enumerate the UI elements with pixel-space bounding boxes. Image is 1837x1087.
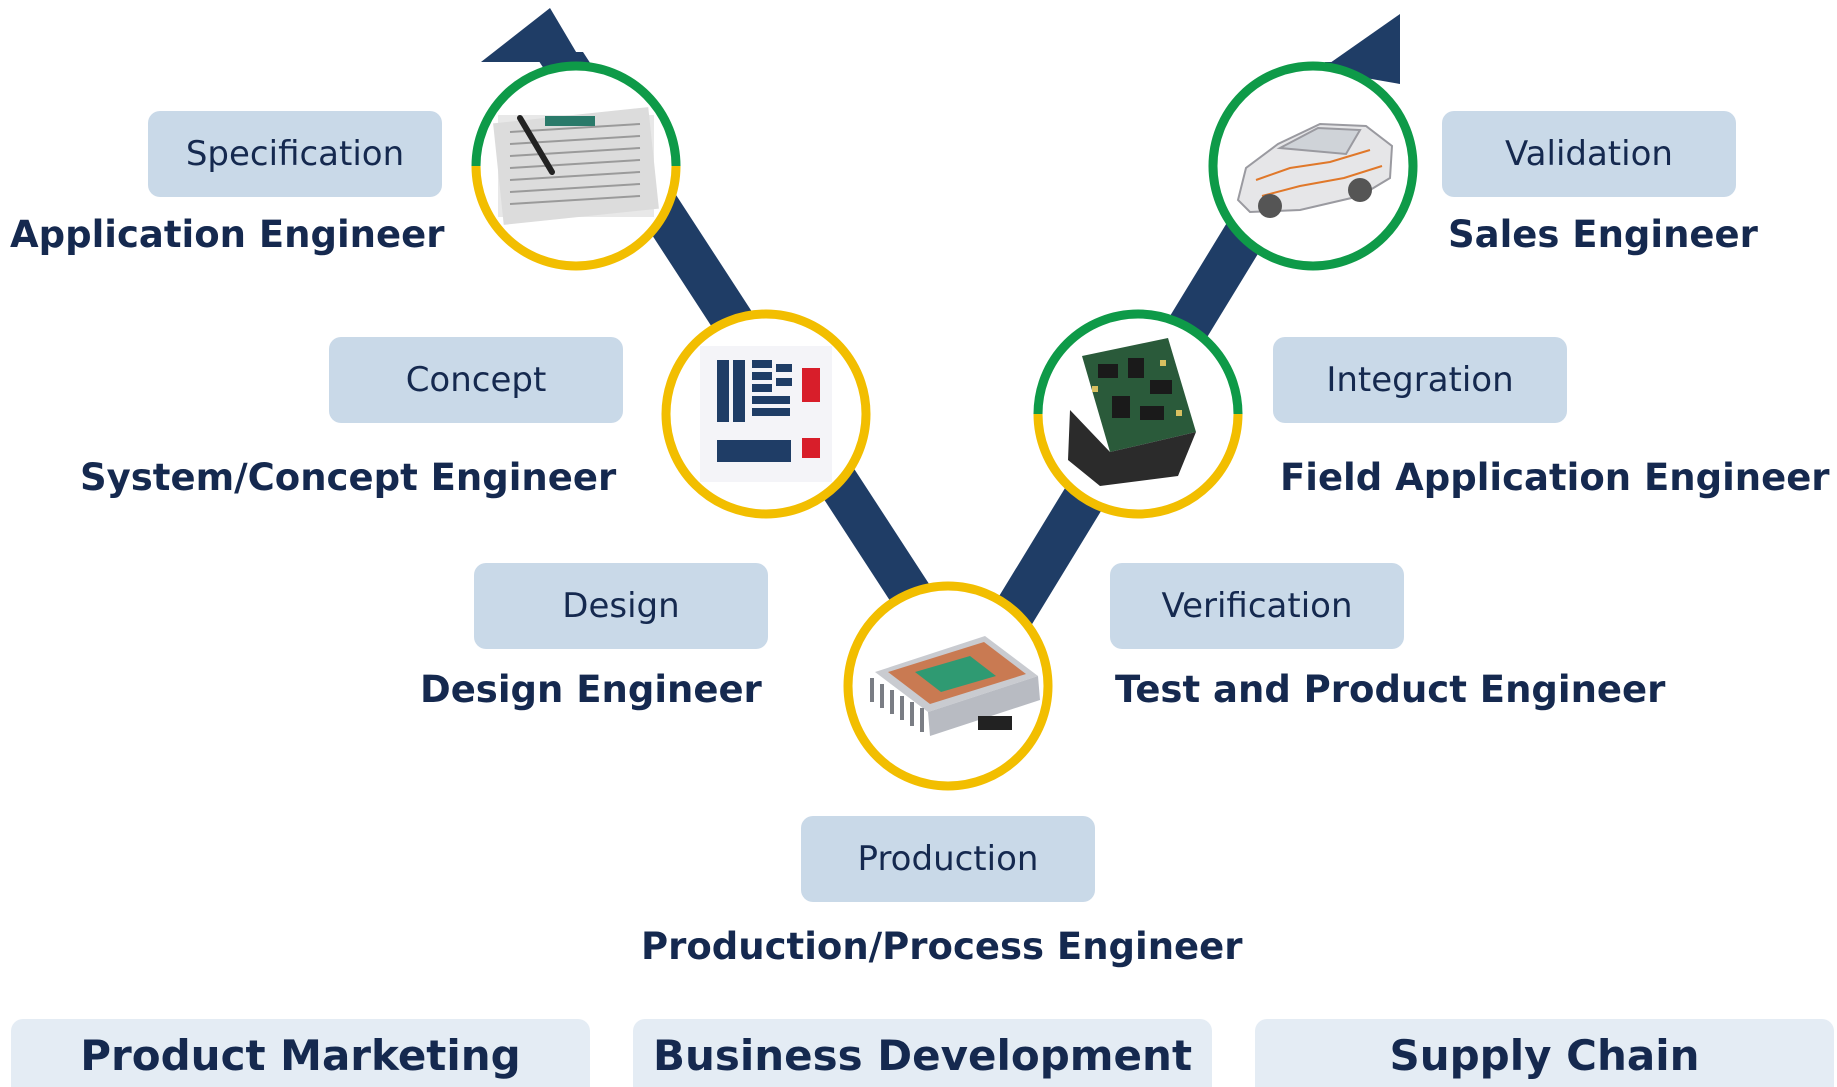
block-diagram-icon	[700, 346, 832, 482]
phase-production: Production	[801, 816, 1095, 902]
phase-specification: Specification	[148, 111, 442, 197]
role-design-engineer: Design Engineer	[420, 668, 762, 711]
phase-integration: Integration	[1273, 337, 1567, 423]
validation-node	[1208, 61, 1418, 271]
document-pen-icon	[493, 107, 659, 225]
phase-concept: Concept	[329, 337, 623, 423]
phase-design: Design	[474, 563, 768, 649]
car-wiring-icon	[1236, 122, 1394, 218]
role-application-engineer: Application Engineer	[10, 213, 445, 256]
phase-validation: Validation	[1442, 111, 1736, 197]
role-production-process-engineer: Production/Process Engineer	[641, 925, 1243, 968]
design-production-node	[843, 581, 1053, 791]
phase-verification: Verification	[1110, 563, 1404, 649]
role-system-concept-engineer: System/Concept Engineer	[80, 456, 617, 499]
dept-product-marketing: Product Marketing	[11, 1019, 590, 1087]
specification-node	[471, 61, 681, 271]
dept-supply-chain: Supply Chain	[1255, 1019, 1834, 1087]
dept-business-development: Business Development	[633, 1019, 1212, 1087]
integration-node	[1033, 309, 1243, 519]
module-heatsink-icon	[870, 636, 1040, 736]
role-test-product-engineer: Test and Product Engineer	[1115, 668, 1666, 711]
left-arrowhead	[481, 8, 582, 62]
circuit-board-icon	[1068, 338, 1196, 486]
concept-node	[661, 309, 871, 519]
role-sales-engineer: Sales Engineer	[1448, 213, 1758, 256]
role-field-application-engineer: Field Application Engineer	[1280, 456, 1830, 499]
